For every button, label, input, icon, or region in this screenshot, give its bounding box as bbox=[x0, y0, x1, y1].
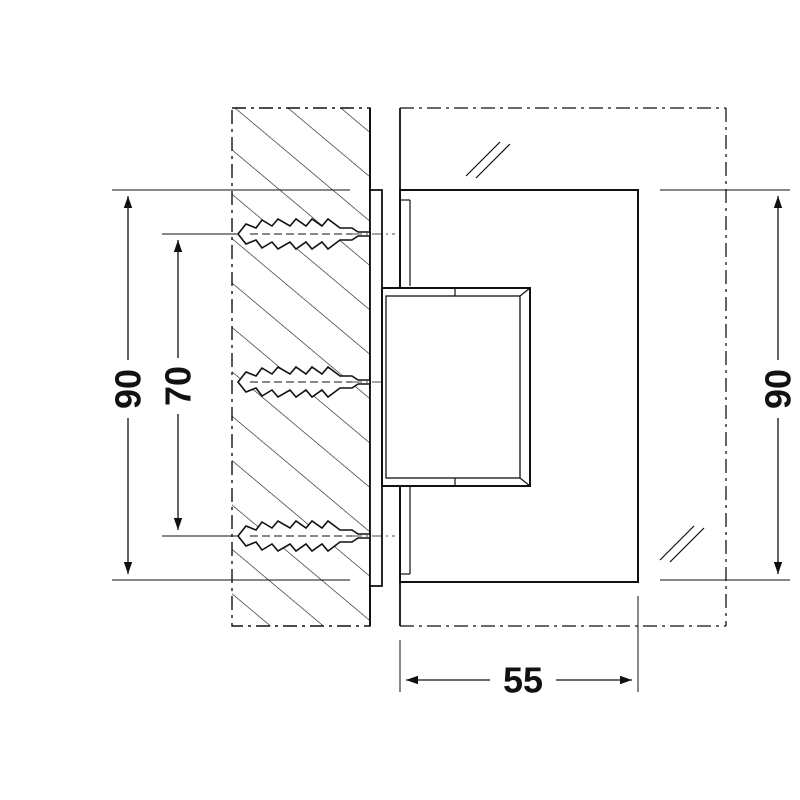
dimension-label-right-outer: 90 bbox=[758, 369, 799, 409]
dimension-right-outer: 90 bbox=[660, 189, 799, 581]
wall-screw-bottom bbox=[236, 519, 395, 553]
glass-symbol-top bbox=[465, 141, 511, 179]
dimension-bottom-width: 55 bbox=[399, 596, 639, 701]
dimension-left-outer: 90 bbox=[108, 189, 350, 581]
hinge-body bbox=[381, 189, 639, 583]
dimension-label-left-outer: 90 bbox=[108, 369, 149, 409]
dimension-label-bottom-width: 55 bbox=[503, 660, 543, 701]
wall-screw-top bbox=[236, 217, 395, 251]
dimension-label-left-inner: 70 bbox=[158, 366, 199, 406]
glass-symbol-bottom bbox=[659, 525, 705, 563]
wall-plate bbox=[369, 189, 383, 587]
dimension-left-inner: 70 bbox=[158, 233, 238, 537]
